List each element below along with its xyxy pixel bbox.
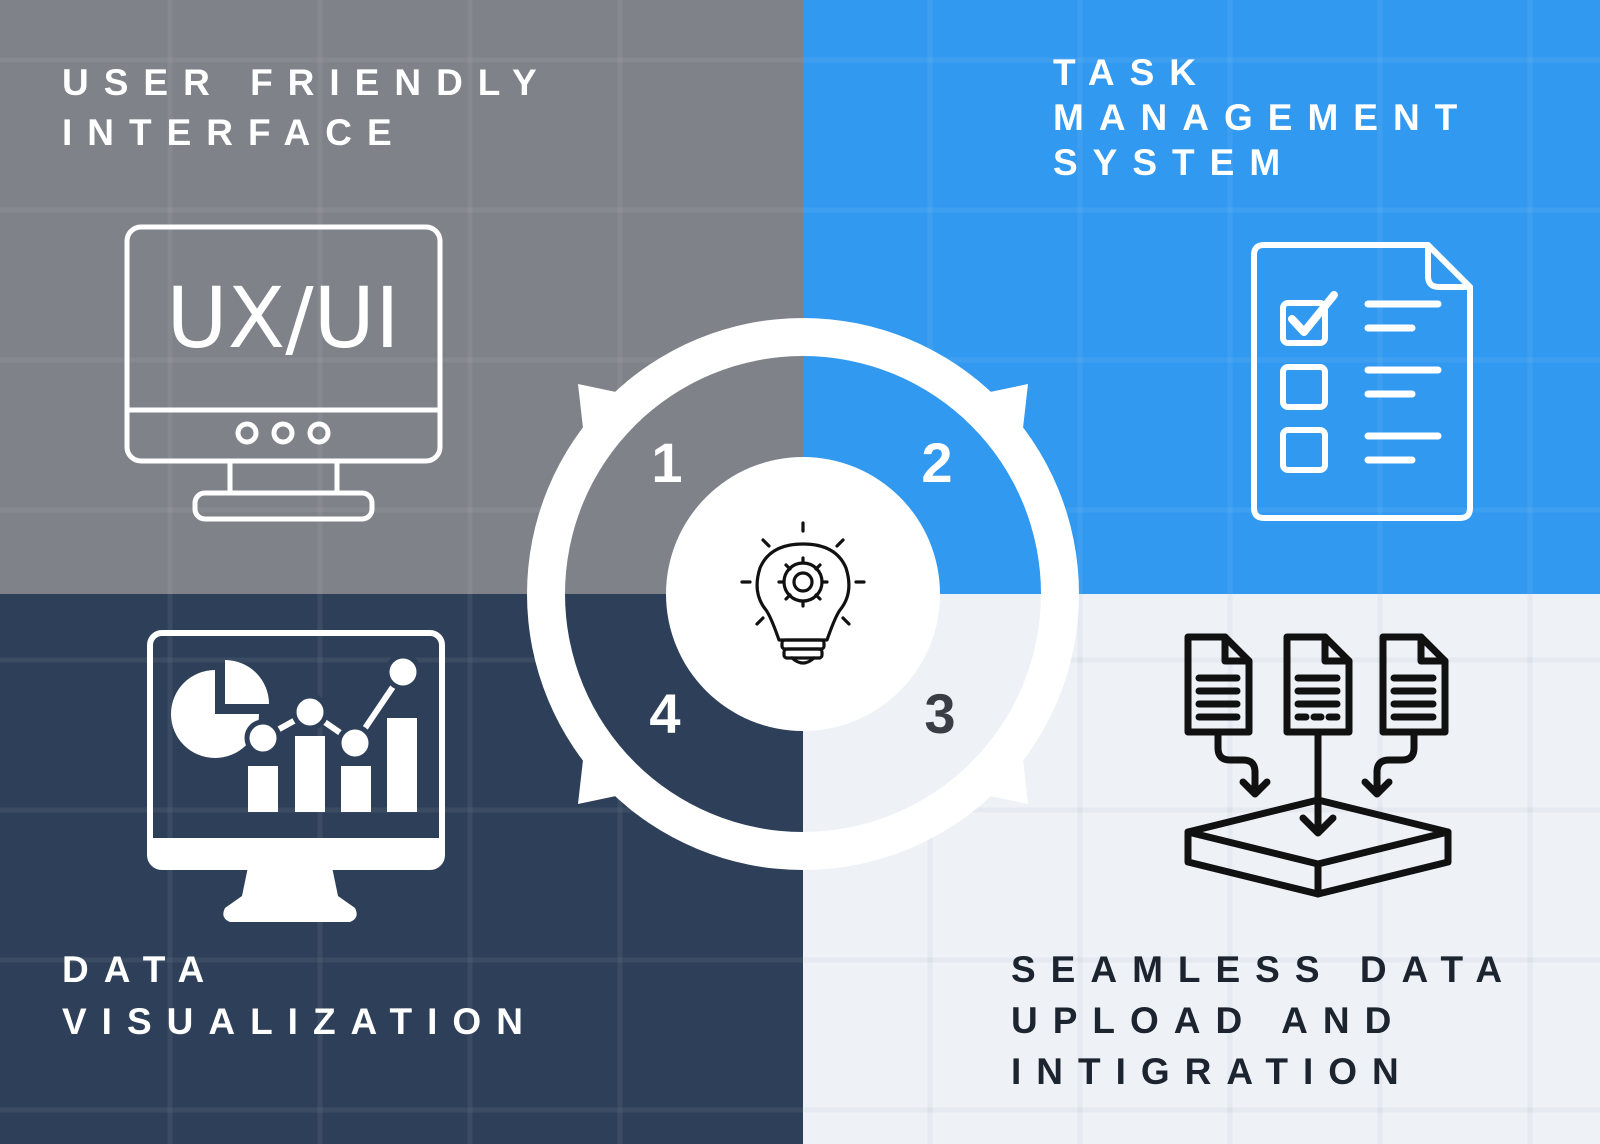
section-3-title-line-3: INTIGRATION — [1011, 1051, 1414, 1092]
section-1-number: 1 — [651, 431, 682, 494]
section-3-number: 3 — [924, 682, 955, 745]
ux-ui-label: UX/UI — [166, 269, 400, 367]
section-2-title: TASK MANAGEMENT SYSTEM — [1053, 50, 1472, 185]
section-2-number: 2 — [921, 431, 952, 494]
section-2-title-line-1: TASK — [1053, 52, 1211, 93]
section-3-title-line-1: SEAMLESS DATA — [1011, 949, 1518, 990]
section-4-title-line-1: DATA — [62, 949, 220, 990]
checklist-document-icon — [1251, 242, 1473, 521]
section-2-title-line-3: SYSTEM — [1053, 142, 1296, 183]
section-1-title: USER FRIENDLY INTERFACE — [62, 58, 552, 158]
section-3-title-line-2: UPLOAD AND — [1011, 1000, 1407, 1041]
section-4-title: DATA VISUALIZATION — [62, 944, 538, 1048]
section-1-title-line-2: INTERFACE — [62, 112, 407, 153]
section-4-number: 4 — [649, 682, 680, 745]
data-integration-icon — [1184, 633, 1452, 898]
section-4-title-line-2: VISUALIZATION — [62, 1001, 538, 1042]
analytics-monitor-icon — [147, 630, 445, 922]
hub-center — [666, 457, 940, 731]
ux-ui-monitor-icon: UX/UI — [124, 224, 443, 522]
section-2-title-line-2: MANAGEMENT — [1053, 97, 1473, 138]
section-1-title-line-1: USER FRIENDLY — [62, 62, 552, 103]
section-3-title: SEAMLESS DATA UPLOAD AND INTIGRATION — [1011, 944, 1517, 1097]
lightbulb-gear-icon — [740, 521, 866, 665]
